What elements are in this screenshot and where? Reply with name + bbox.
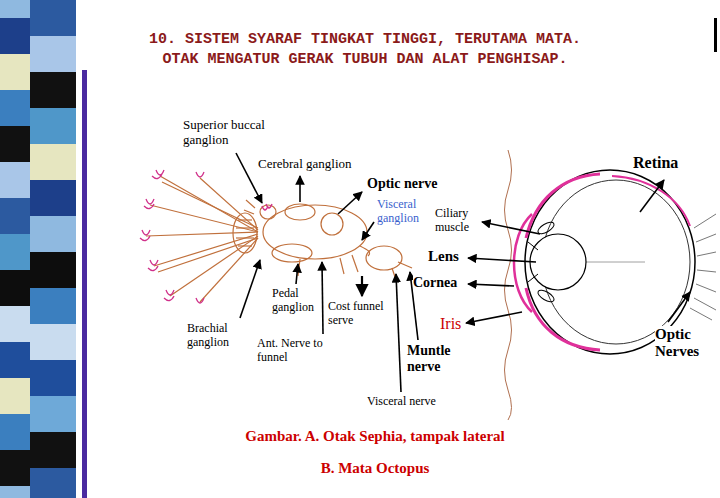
part-label: Iris [440, 315, 461, 332]
part-label-block: Optic Nerves [655, 326, 715, 361]
part-label: Visceral ganglion [377, 197, 419, 225]
title-block: 10. SISTEM SYARAF TINGKAT TINGGI, TERUTA… [140, 30, 590, 69]
sepia-brain [146, 176, 412, 302]
part-label-block: Iris [440, 315, 461, 333]
part-label: Optic nerve [367, 176, 437, 191]
part-label: Ant. Nerve to funnel [257, 336, 323, 364]
caption: Gambar. A. Otak Sephia, tampak lateral [245, 428, 504, 444]
part-label: Cerebral ganglion [258, 156, 352, 171]
part-label-block: Lens [428, 248, 459, 265]
part-label-block: Cerebral ganglion [258, 157, 352, 172]
part-label: Ciliary muscle [435, 206, 469, 234]
part-label: Retina [633, 154, 678, 171]
part-label-block: Pedal ganglion [272, 287, 327, 315]
part-label: Superior buccal ganglion [183, 117, 265, 147]
part-label-block: Ciliary muscle [435, 207, 487, 235]
part-label: B. Mata Octopus [321, 460, 430, 476]
part-label: Brachial ganglion [187, 321, 229, 349]
part-label: Visceral nerve [367, 394, 436, 408]
part-label: Cost funnel serve [328, 299, 384, 327]
part-label: Optic Nerves [655, 326, 699, 359]
caption-block: Gambar. A. Otak Sephia, tampak lateral [165, 428, 585, 445]
part-label: Pedal ganglion [272, 286, 314, 314]
title: 10. SISTEM SYARAF TINGKAT TINGGI, TERUTA… [149, 31, 581, 68]
part-label: Lens [428, 248, 459, 264]
part-label-block: Superior buccal ganglion [183, 118, 288, 148]
part-label-block: Optic nerve [367, 176, 437, 192]
part-label-block: Retina [633, 154, 678, 172]
part-label-block: Visceral ganglion [377, 198, 439, 226]
octopus-eye [505, 150, 717, 420]
part-label: Cornea [413, 275, 457, 290]
part-label-block: Muntle nerve [407, 343, 465, 375]
part-label-block: Visceral nerve [367, 395, 436, 409]
leader-arrows [236, 153, 690, 392]
part-label-block: B. Mata Octopus [165, 460, 585, 477]
part-label-block: Brachial ganglion [187, 322, 249, 350]
part-label: Muntle nerve [407, 343, 451, 374]
part-label-block: Cost funnel serve [328, 300, 398, 328]
part-label-block: Cornea [413, 275, 457, 291]
part-label-block: Ant. Nerve to funnel [257, 337, 349, 365]
